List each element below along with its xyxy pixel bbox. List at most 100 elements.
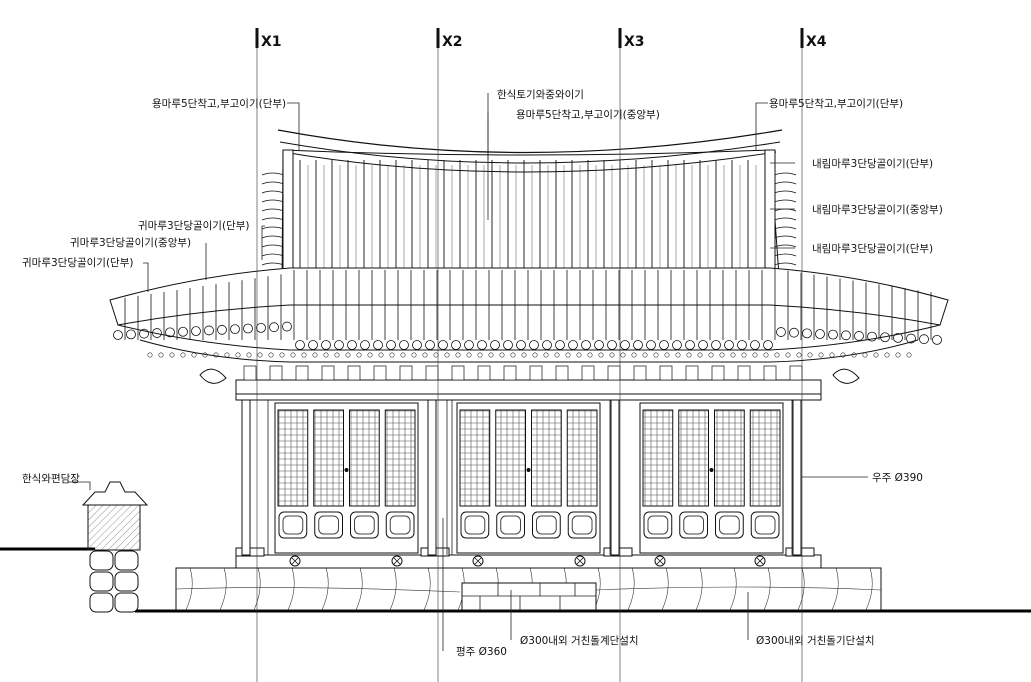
rafter-end <box>697 352 703 358</box>
wall-stone <box>89 550 114 571</box>
bracket-block <box>633 365 647 381</box>
rafter-end <box>675 352 681 358</box>
end-tile <box>126 329 136 340</box>
end-tile <box>165 327 175 338</box>
end-tile <box>373 340 383 350</box>
rafter-end <box>543 352 549 358</box>
end-tile <box>737 340 747 350</box>
bracket-block <box>399 365 413 381</box>
door-panel <box>643 511 673 539</box>
door-panel-inner <box>754 515 776 535</box>
end-tile <box>490 340 500 350</box>
gable-tile-left <box>261 253 285 257</box>
door-panel-inner <box>282 515 304 535</box>
door-lattice <box>313 409 344 507</box>
rafter-end <box>708 352 714 358</box>
label-desc-right-3: 내림마루3단당골이기(단부) <box>812 243 933 255</box>
door-panel <box>750 511 780 539</box>
door-panel-inner <box>647 515 669 535</box>
bracket-block <box>763 365 777 381</box>
bracket-block <box>685 365 699 381</box>
end-tile <box>672 340 682 350</box>
bracket-block <box>737 365 751 381</box>
leader-lines <box>68 93 868 651</box>
axis-marker <box>436 28 440 48</box>
end-tile <box>399 340 409 350</box>
label-desc-right-2: 내림마루3단당골이기(중앙부) <box>812 204 943 216</box>
rafter-end <box>345 352 351 358</box>
gable-tile-right <box>773 181 797 185</box>
rafter-end <box>906 352 912 358</box>
rafter-end <box>785 352 791 358</box>
gable-tile-left <box>261 208 285 212</box>
door-panel <box>314 511 343 539</box>
tile-wall <box>81 481 149 613</box>
vent-x <box>656 557 664 565</box>
gable-tile-right <box>773 244 797 248</box>
door-panel <box>567 511 597 539</box>
gable-tile-left <box>261 262 285 266</box>
end-tile <box>347 340 357 350</box>
door-panel-inner <box>500 515 521 535</box>
door-panel <box>715 511 744 539</box>
door-panel <box>278 511 308 539</box>
bracket-block <box>529 365 543 381</box>
door-panel <box>350 511 379 539</box>
label-ridge-right: 용마루5단착고,부고이기(단부) <box>769 98 903 110</box>
rafter-end <box>796 352 802 358</box>
end-tile <box>776 327 786 337</box>
rafter-end <box>312 352 318 358</box>
stone-joint <box>287 567 295 611</box>
door-lattice <box>459 409 491 507</box>
door-panel-inner <box>389 515 411 535</box>
end-tile <box>685 340 695 350</box>
rafter-end <box>235 352 241 358</box>
gable-tile-right <box>773 262 797 266</box>
rafter-end <box>268 352 274 358</box>
column <box>427 394 437 556</box>
end-tile <box>438 340 448 350</box>
axis-label-x4: X4 <box>806 34 827 50</box>
label-ridge-left: 용마루5단착고,부고이기(단부) <box>152 98 286 110</box>
label-stair-stone: Ø300내외 거친돌계단설치 <box>520 635 639 647</box>
end-tile <box>243 323 253 334</box>
label-corner-column: 우주 Ø390 <box>872 472 923 484</box>
end-tile <box>360 340 370 350</box>
gable-tile-left <box>261 217 285 221</box>
end-tile <box>724 340 734 350</box>
end-tile <box>113 330 123 340</box>
bracket-block <box>373 365 387 381</box>
door-lattice <box>749 409 781 507</box>
end-tile <box>802 328 812 339</box>
axis-marker <box>800 28 804 48</box>
door-panel-inner <box>354 515 375 535</box>
rafter-end <box>224 352 230 358</box>
gable-tile-right <box>773 253 797 257</box>
door-handle <box>526 468 531 472</box>
end-tile <box>217 324 227 335</box>
end-tile <box>386 340 396 350</box>
rafter-end <box>818 352 824 358</box>
rafter-end <box>642 352 648 358</box>
rafter-end <box>422 352 428 358</box>
rafter-end <box>169 352 175 358</box>
axis-lines <box>255 28 804 682</box>
gable-tile-left <box>261 235 285 239</box>
rafter-end <box>400 352 406 358</box>
vent-x <box>291 557 299 565</box>
rafter-end <box>477 352 483 358</box>
stone-joint <box>321 567 329 611</box>
rafter-end <box>444 352 450 358</box>
stone-steps <box>461 582 597 611</box>
end-tile <box>854 331 864 341</box>
end-tile <box>256 322 266 333</box>
door-panel <box>496 511 525 539</box>
label-hip-left-1: 귀마루3단당골이기(단부) <box>138 220 249 232</box>
end-tile <box>555 340 565 350</box>
gable-tile-left <box>261 190 285 194</box>
stone-joint <box>729 567 737 611</box>
end-tile <box>815 329 825 339</box>
column <box>610 394 620 556</box>
end-tile <box>659 340 669 350</box>
rafter-end <box>455 352 461 358</box>
